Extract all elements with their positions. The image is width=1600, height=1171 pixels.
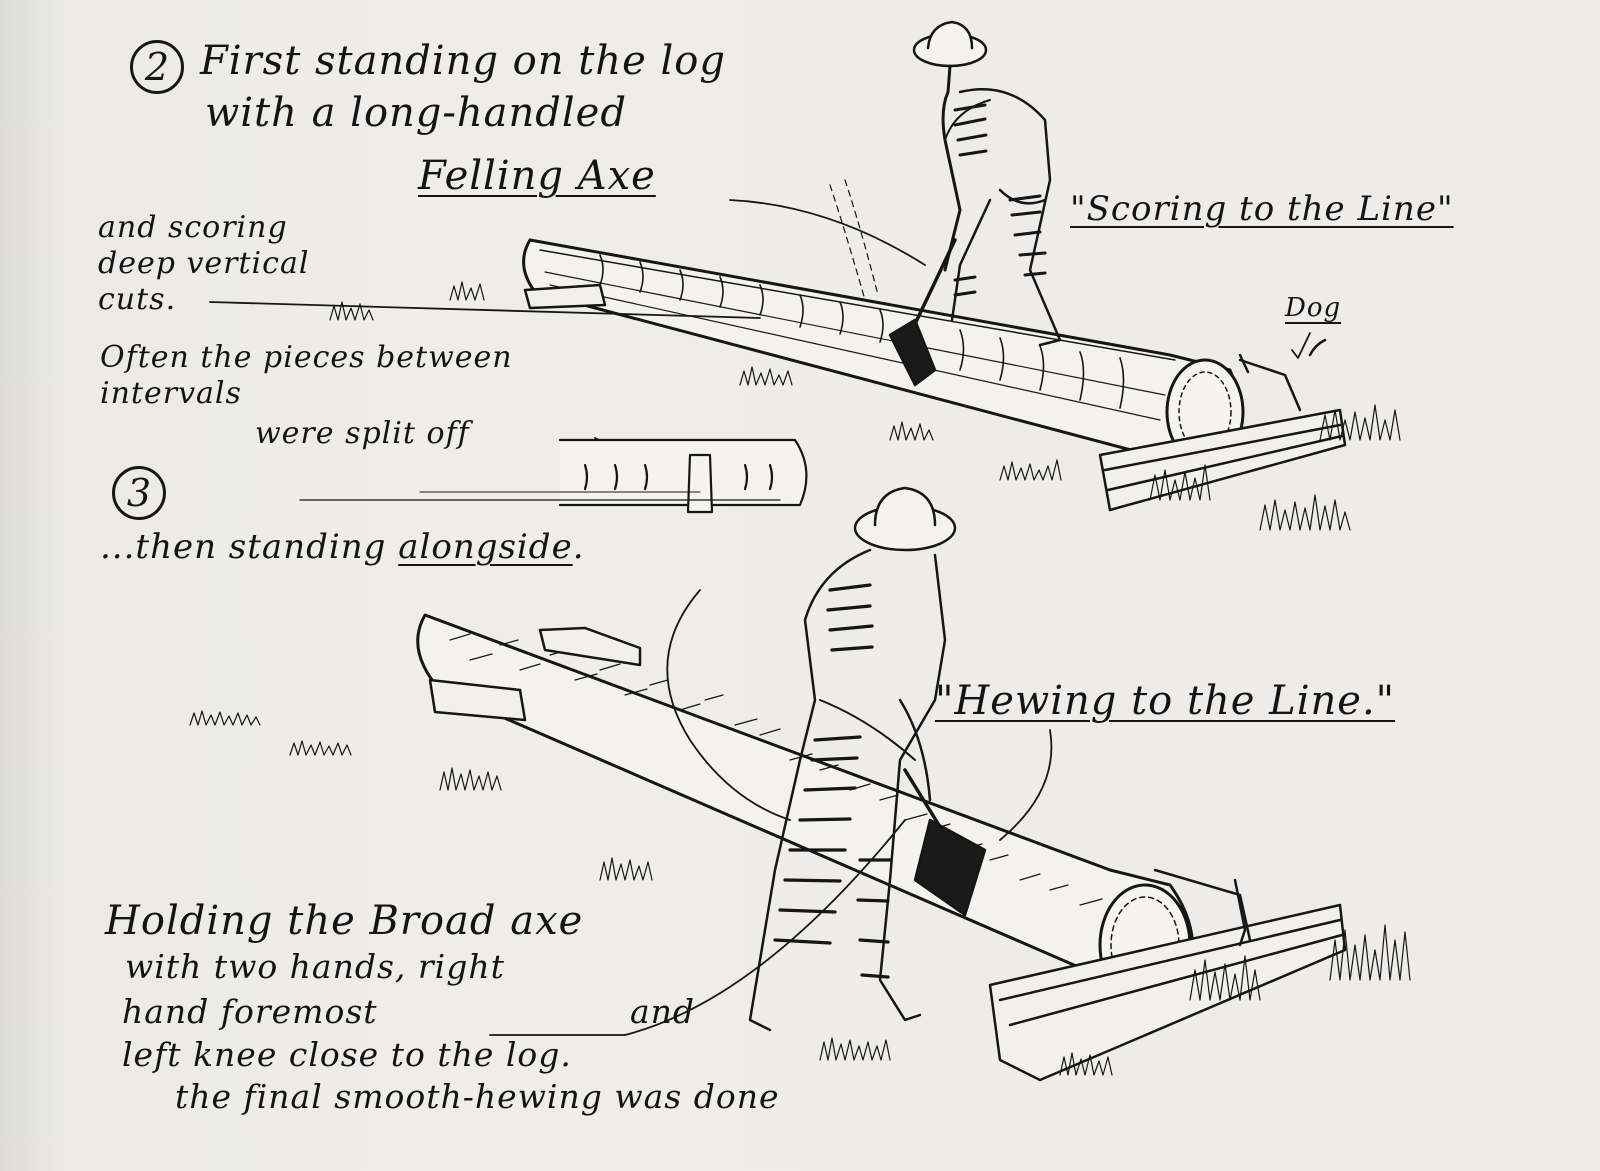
holding-line-5: the final smooth-hewing was done — [175, 1077, 780, 1116]
holding-line-3b: and — [630, 992, 696, 1031]
upper-log-score-cuts — [599, 254, 1125, 409]
step-2-line-1: First standing on the log — [200, 38, 726, 84]
lower-skids — [428, 626, 1347, 1082]
step-2-line-2: with a long-handled — [205, 90, 627, 136]
holding-line-4: left knee close to the log. — [122, 1035, 572, 1074]
scoring-desc-line-3: cuts. — [98, 282, 177, 317]
felling-axe-label: Felling Axe — [418, 153, 656, 199]
holding-line-2: with two hands, right — [125, 947, 505, 986]
dog-label: Dog — [1285, 293, 1342, 323]
lower-dog-clamp — [1153, 868, 1252, 947]
step-2-number: 2 — [130, 40, 184, 94]
scoring-desc-line-2: deep vertical — [98, 246, 310, 281]
hewing-caption: "Hewing to the Line." — [935, 678, 1396, 724]
upper-dog-clamp — [1238, 338, 1327, 412]
scoring-desc-line-1: and scoring — [98, 210, 288, 245]
step-3-intro: ...then standing alongside. — [100, 527, 585, 567]
lower-woodsman-figure — [748, 486, 987, 1032]
lower-log — [416, 613, 1195, 1007]
upper-skids — [523, 283, 1347, 512]
holding-line-1: Holding the Broad axe — [105, 898, 584, 944]
often-line-1: Often the pieces between — [100, 340, 513, 375]
often-line-3: were split off — [255, 416, 470, 451]
step-3-intro-suffix: . — [572, 527, 585, 567]
lower-grass — [189, 710, 1411, 1076]
upper-woodsman-figure — [829, 20, 1062, 387]
often-line-2: intervals — [100, 376, 242, 411]
upper-grass — [329, 281, 1401, 531]
alongside-word: alongside — [398, 527, 573, 567]
upper-log — [522, 238, 1245, 466]
holding-line-3: hand foremost — [122, 992, 378, 1031]
step-3-intro-prefix: ...then standing — [100, 527, 399, 567]
scoring-caption: "Scoring to the Line" — [1070, 189, 1454, 229]
lower-leader-lines — [489, 589, 1053, 1036]
split-off-log-inset — [299, 438, 808, 514]
step-3-number: 3 — [112, 466, 166, 520]
